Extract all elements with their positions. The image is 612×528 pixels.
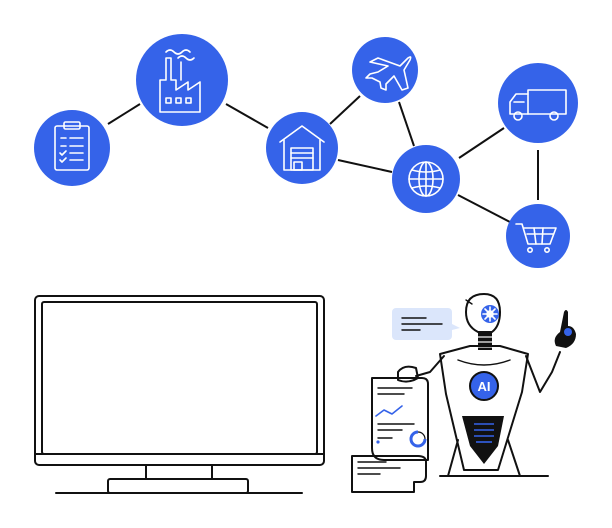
node-checklist xyxy=(34,110,110,186)
node-airplane xyxy=(352,37,418,103)
node-cart xyxy=(506,204,570,268)
ai-chest-label: AI xyxy=(478,379,491,394)
link-factory-warehouse xyxy=(225,103,269,129)
link-globe-cart xyxy=(457,194,511,223)
node-globe xyxy=(392,145,460,213)
link-globe-truck xyxy=(458,127,505,159)
ai-robot: AI xyxy=(351,293,576,493)
warehouse-icon xyxy=(279,125,325,171)
robot-raised-arm xyxy=(525,310,576,393)
robot-neck xyxy=(478,332,492,350)
node-factory xyxy=(136,34,228,126)
shopping-cart-icon xyxy=(515,223,557,254)
link-airplane-globe xyxy=(398,101,415,147)
trend-line-icon xyxy=(375,405,403,417)
delivery-truck-icon xyxy=(509,89,567,121)
robot-lower xyxy=(439,439,549,477)
ai-chest-badge: AI xyxy=(469,371,499,401)
airplane-icon xyxy=(365,56,412,91)
robot-torso xyxy=(439,345,529,471)
robot-head xyxy=(465,293,501,333)
link-checklist-factory xyxy=(107,103,141,125)
globe-icon xyxy=(408,161,444,197)
donut-chart-icon xyxy=(409,430,427,448)
monitor-screen xyxy=(41,301,318,455)
link-warehouse-globe xyxy=(337,159,393,173)
monitor xyxy=(34,295,325,494)
clipboard-checklist-icon xyxy=(54,121,90,171)
link-warehouse-airplane xyxy=(329,95,361,125)
robot-ear-icon xyxy=(482,306,498,322)
network-links xyxy=(107,95,539,223)
factory-icon xyxy=(159,49,201,113)
speech-bubble xyxy=(392,308,460,340)
monitor-stand xyxy=(107,478,249,494)
monitor-frame xyxy=(34,295,325,466)
node-warehouse xyxy=(266,112,338,184)
node-truck xyxy=(498,63,578,143)
receipt-document xyxy=(351,455,427,493)
report-document xyxy=(371,377,429,461)
